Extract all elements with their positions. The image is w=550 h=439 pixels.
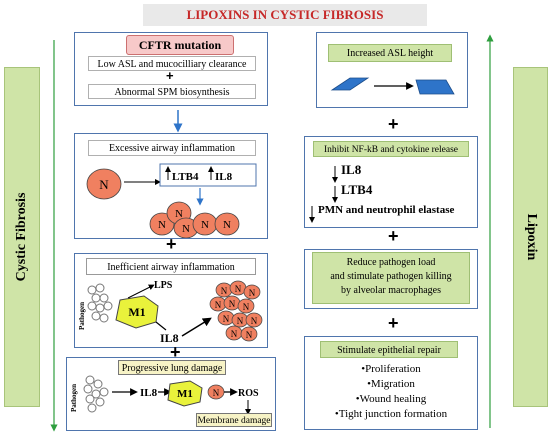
reduce-line1: Reduce pathogen load	[346, 257, 436, 268]
repair-item: •Proliferation	[361, 363, 421, 375]
thick-asl-shape	[415, 79, 455, 95]
m1-macrophage-2	[167, 380, 203, 407]
inhibit-pmn: PMN and neutrophil elastase	[318, 204, 455, 216]
right-sidebar: Lipoxin	[513, 67, 548, 407]
svg-text:N: N	[223, 219, 231, 231]
svg-text:N: N	[249, 288, 256, 298]
repair-title: Stimulate epithelial repair	[320, 341, 458, 358]
inhibit-il8: IL8	[341, 162, 362, 177]
membrane-damage: Membrane damage	[196, 413, 272, 427]
reduce-line2: and stimulate pathogen killing	[330, 271, 452, 282]
asl-graphic	[330, 77, 455, 95]
svg-text:N: N	[243, 302, 250, 312]
plus-left-2: +	[170, 342, 181, 362]
cftr-line1: Low ASL and mucocilliary clearance	[88, 56, 256, 71]
plus-left-1: +	[166, 234, 177, 254]
pathogen-cluster-2	[83, 375, 109, 413]
il8-label-3: IL8	[140, 387, 158, 399]
repair-list: •Proliferation •Migration •Wound healing…	[304, 362, 478, 422]
svg-text:N: N	[215, 300, 222, 310]
svg-text:N: N	[251, 316, 258, 326]
repair-item: •Tight junction formation	[334, 408, 448, 420]
il8-label-2: IL8	[160, 331, 179, 345]
mediator-box	[159, 163, 257, 187]
inhibit-ltb4: LTB4	[341, 182, 373, 197]
diagram-title: LIPOXINS IN CYSTIC FIBROSIS	[143, 4, 427, 26]
asl-title: Increased ASL height	[328, 44, 452, 62]
svg-text:N: N	[175, 208, 183, 220]
repair-item: •Wound healing	[355, 393, 427, 405]
neutrophil	[86, 168, 122, 200]
il8-label: IL8	[215, 171, 233, 183]
svg-text:N: N	[221, 286, 228, 296]
cftr-title: CFTR mutation	[126, 35, 234, 55]
pathogen-label: Pathogen	[78, 302, 86, 330]
svg-text:N: N	[158, 219, 166, 231]
svg-text:N: N	[201, 219, 209, 231]
svg-text:N: N	[223, 314, 230, 324]
pathogen-label-2: Pathogen	[70, 384, 78, 412]
svg-text:N: N	[229, 299, 236, 309]
cftr-line2: Abnormal SPM biosynthesis	[88, 84, 256, 99]
neutrophil-swarm: N N N N N N N N N N N	[209, 280, 263, 342]
thin-asl-shape	[330, 77, 370, 91]
plus-right-2: +	[388, 226, 399, 246]
plus-right-3: +	[388, 313, 399, 333]
repair-item: •Migration	[367, 378, 415, 390]
ltb4-label: LTB4	[172, 171, 199, 183]
pathogen-cluster	[87, 283, 113, 323]
progressive-graphic: Pathogen IL8 M1 N ROS	[70, 375, 259, 415]
svg-text:N: N	[235, 284, 242, 294]
cftr-plus: +	[166, 68, 174, 83]
progressive-title: Progressive lung damage	[118, 360, 226, 375]
svg-text:N: N	[246, 330, 253, 340]
svg-text:N: N	[182, 223, 190, 235]
m1-label: M1	[128, 305, 145, 319]
reduce-box: Reduce pathogen load and stimulate patho…	[312, 252, 470, 304]
excessive-graphic: N LTB4 IL8 N N N N N	[86, 163, 257, 238]
m1-label-2: M1	[177, 388, 193, 400]
excessive-title: Excessive airway inflammation	[88, 140, 256, 156]
svg-text:N: N	[231, 329, 238, 339]
svg-text:N: N	[213, 388, 220, 398]
neutrophil-label: N	[99, 177, 109, 192]
inhibit-arrows	[309, 166, 338, 223]
neutrophil-cluster: N N N N N	[149, 201, 240, 238]
svg-text:N: N	[237, 316, 244, 326]
inefficient-title: Inefficient airway inflammation	[86, 258, 256, 275]
inefficient-graphic: Pathogen LPS M1 IL8 N N N N N N N N N N …	[78, 280, 263, 345]
ros-label: ROS	[238, 388, 259, 399]
inhibit-title: Inhibit NF-kB and cytokine release	[313, 141, 469, 157]
left-sidebar: Cystic Fibrosis	[4, 67, 40, 407]
lps-label: LPS	[154, 280, 173, 291]
plus-right-1: +	[388, 114, 399, 134]
reduce-line3: by alveolar macrophages	[341, 285, 441, 296]
